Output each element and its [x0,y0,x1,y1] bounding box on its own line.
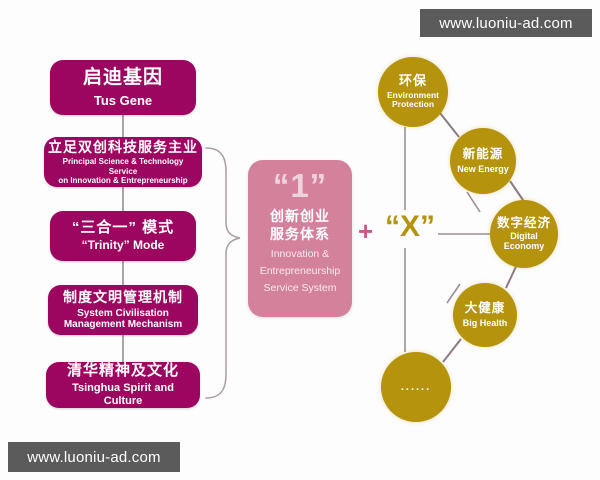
circle-digital-economy[interactable]: 数字经济 Digital Economy [490,200,558,268]
curly-brace-connector [205,147,241,399]
box-tsinghua-spirit-en: Tsinghua Spirit and Culture [72,382,174,407]
box-principal-service-en-line1: Principal Science & Technology Service [62,157,184,176]
box-principal-service-cn: 立足双创科技服务主业 [48,138,198,155]
box-tus-gene-en: Tus Gene [93,92,153,108]
x-symbol: “X” [385,210,436,243]
center-card-one-system[interactable]: “1” 创新创业 服务体系 Innovation & Entrepreneurs… [248,160,352,317]
circle-environment-protection-en-line1: Environment [387,89,439,100]
circle-more-ellipsis-cn: ...... [400,380,432,393]
watermark-top: www.luoniu-ad.com [420,9,592,37]
center-card-cn-line1: 创新创业 [270,208,330,224]
center-card-en-line3: Service System [263,282,337,295]
watermark-bottom: www.luoniu-ad.com [8,442,180,472]
circle-more-ellipsis[interactable]: ...... [381,352,451,422]
center-card-en-line2: Entrepreneurship [259,265,341,278]
box-trinity-mode-en: “Trinity” Mode [81,238,165,253]
box-system-civilisation-cn: 制度文明管理机制 [63,289,183,306]
box-system-civilisation-en-line1: System Civilisation [77,307,169,319]
center-card-cn-line2: 服务体系 [270,225,330,242]
circle-big-health-cn: 大健康 [464,301,506,316]
circle-big-health[interactable]: 大健康 Big Health [453,283,517,347]
box-principal-service-en-line2: on Innovation & Entrepreneurship [58,175,188,185]
wire-newenergy-stub [466,191,481,213]
wire-environment-to-newenergy [439,112,460,138]
box-trinity-mode[interactable]: “三合一” 模式 “Trinity” Mode [50,211,196,261]
circle-digital-economy-cn: 数字经济 [496,215,551,230]
box-system-civilisation[interactable]: 制度文明管理机制 System Civilisation Management … [48,285,198,335]
box-tus-gene-cn: 启迪基因 [82,67,163,89]
plus-sign: + [358,216,374,246]
center-card-en-line1: Innovation & [270,247,330,260]
box-tus-gene[interactable]: 启迪基因 Tus Gene [50,60,196,115]
circle-new-energy-cn: 新能源 [462,147,504,162]
center-card-numeral-one: “1” [272,167,328,204]
circle-new-energy[interactable]: 新能源 New Energy [450,128,516,194]
circle-new-energy-en-line1: New Energy [457,163,509,174]
circle-environment-protection[interactable]: 环保 Environment Protection [378,57,448,127]
box-system-civilisation-en-line2: Management Mechanism [63,319,183,331]
box-principal-service[interactable]: 立足双创科技服务主业 Principal Science & Technolog… [44,137,202,187]
circle-digital-economy-en-line1: Digital [510,231,538,242]
wire-bighealth-to-more [442,338,462,363]
circle-digital-economy-en-line2: Economy [503,241,545,252]
circle-big-health-en-line1: Big Health [462,317,508,328]
box-trinity-mode-cn: “三合一” 模式 [71,218,175,236]
box-tsinghua-spirit-cn: 清华精神及文化 [66,362,179,380]
circle-environment-protection-cn: 环保 [398,73,427,89]
circle-environment-protection-en-line2: Protection [391,99,435,110]
box-tsinghua-spirit[interactable]: 清华精神及文化 Tsinghua Spirit and Culture [46,362,200,408]
